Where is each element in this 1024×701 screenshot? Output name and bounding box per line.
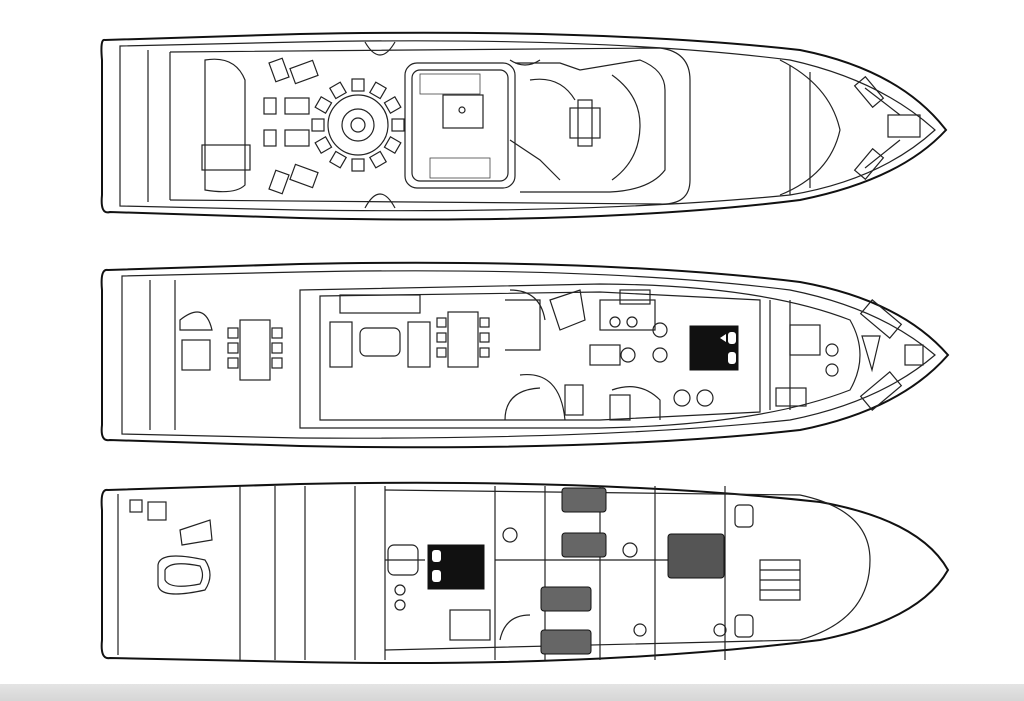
- sun-loungers: [263, 57, 319, 195]
- chair: [368, 81, 388, 100]
- chair: [271, 327, 283, 339]
- chair: [479, 332, 490, 343]
- bottom-bar: [0, 684, 1024, 701]
- chair: [328, 81, 348, 100]
- chair: [436, 347, 447, 358]
- tender-boat: [201, 58, 251, 193]
- chair: [368, 150, 388, 169]
- lower-deck-plan: [100, 481, 950, 665]
- chair: [314, 135, 333, 155]
- garage: [129, 499, 213, 595]
- sky-lounge: [404, 59, 666, 193]
- round-dining-table: [311, 78, 405, 172]
- master-suite: [589, 289, 839, 421]
- chair: [227, 357, 239, 369]
- chair: [436, 332, 447, 343]
- chair: [383, 95, 402, 115]
- twin-bed: [561, 487, 607, 513]
- helm-stairs: [364, 41, 396, 56]
- chair: [311, 118, 325, 132]
- chair: [271, 342, 283, 354]
- main-deck-hull: [100, 261, 950, 449]
- chair: [351, 158, 365, 172]
- main-deck-plan: [100, 261, 950, 449]
- sun-deck-hull: [100, 31, 948, 221]
- main-foredeck-fittings: [859, 299, 924, 411]
- twin-bed: [561, 532, 607, 558]
- chair: [391, 118, 405, 132]
- twin-bed: [540, 629, 592, 655]
- guest-cabins: [384, 486, 871, 660]
- twin-bed: [540, 586, 592, 612]
- chair: [227, 327, 239, 339]
- main-saloon: [329, 289, 586, 421]
- sun-deck-plan: [100, 31, 948, 221]
- lower-deck-hull: [100, 481, 950, 665]
- chair: [328, 150, 348, 169]
- chair: [271, 357, 283, 369]
- foredeck-fittings: [853, 75, 921, 181]
- aft-dining-table: [227, 319, 283, 381]
- chair: [436, 317, 447, 328]
- chair: [479, 317, 490, 328]
- guest-double-bed: [667, 533, 725, 579]
- chair: [479, 347, 490, 358]
- chair: [383, 135, 402, 155]
- chair: [351, 78, 365, 92]
- chair: [227, 342, 239, 354]
- chair: [314, 95, 333, 115]
